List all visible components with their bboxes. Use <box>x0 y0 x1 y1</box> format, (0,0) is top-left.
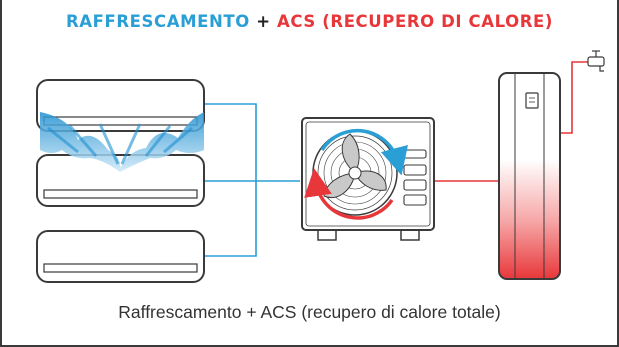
pipe-unit-1 <box>205 103 257 181</box>
water-tap-icon <box>587 50 605 72</box>
heat-pump-water-heater-icon <box>498 72 561 280</box>
diagram-title: RAFFRESCAMENTO + ACS (RECUPERO DI CALORE… <box>0 12 619 31</box>
fan-icon <box>312 130 398 216</box>
pipe-to-tap <box>559 61 590 134</box>
title-dhw: ACS (RECUPERO DI CALORE) <box>277 12 554 31</box>
indoor-unit-icon <box>36 230 205 283</box>
heat-pipes <box>435 61 590 182</box>
indoor-unit-icon <box>36 154 205 207</box>
diagram-caption: Raffrescamento + ACS (recupero di calore… <box>118 302 501 322</box>
indoor-unit-icon <box>36 79 205 132</box>
title-cooling: RAFFRESCAMENTO <box>65 12 250 31</box>
pipe-unit-3 <box>205 181 257 257</box>
cooling-pipes <box>205 103 300 257</box>
outdoor-unit-icon <box>301 117 435 241</box>
title-plus: + <box>249 12 278 31</box>
cold-airflow-icon <box>40 112 204 172</box>
